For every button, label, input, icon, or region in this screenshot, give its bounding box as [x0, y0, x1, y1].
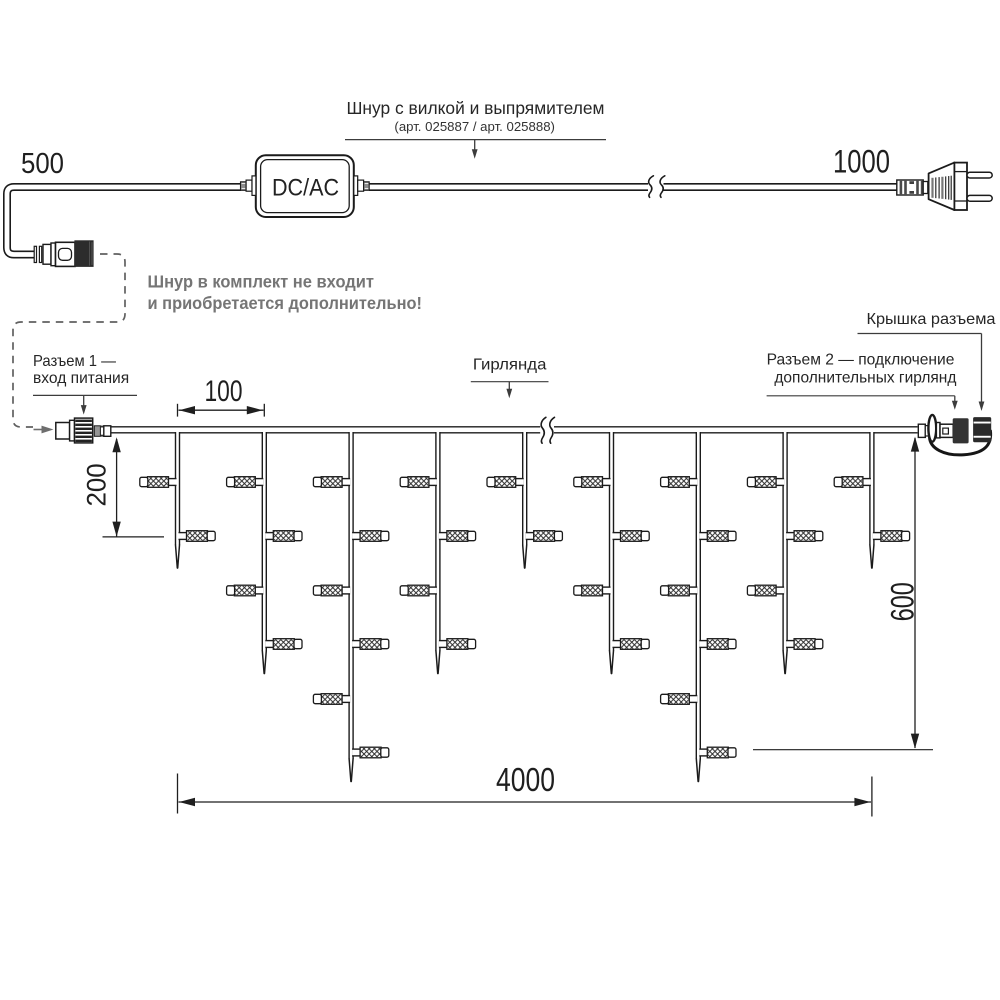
svg-text:Шнур в комплект не входит: Шнур в комплект не входит	[148, 272, 375, 292]
svg-text:и приобретается дополнительно!: и приобретается дополнительно!	[148, 293, 423, 313]
svg-text:Гирлянда: Гирлянда	[473, 356, 547, 373]
svg-text:вход питания: вход питания	[33, 370, 129, 387]
svg-text:1000: 1000	[833, 144, 890, 180]
svg-text:Шнур с вилкой и выпрямителем: Шнур с вилкой и выпрямителем	[347, 98, 605, 118]
svg-text:(арт. 025887 / арт. 025888): (арт. 025887 / арт. 025888)	[394, 119, 555, 134]
svg-text:4000: 4000	[496, 761, 555, 798]
svg-text:100: 100	[205, 375, 243, 408]
svg-text:Разъем 2 — подключение: Разъем 2 — подключение	[767, 352, 955, 369]
svg-text:Крышка разъема: Крышка разъема	[867, 311, 996, 328]
svg-text:дополнительных гирлянд: дополнительных гирлянд	[774, 370, 957, 387]
svg-text:500: 500	[21, 148, 64, 180]
svg-text:Разъем 1 —: Разъем 1 —	[33, 353, 116, 370]
svg-text:600: 600	[884, 582, 920, 621]
svg-text:DC/AC: DC/AC	[272, 175, 339, 202]
svg-text:200: 200	[82, 463, 112, 506]
